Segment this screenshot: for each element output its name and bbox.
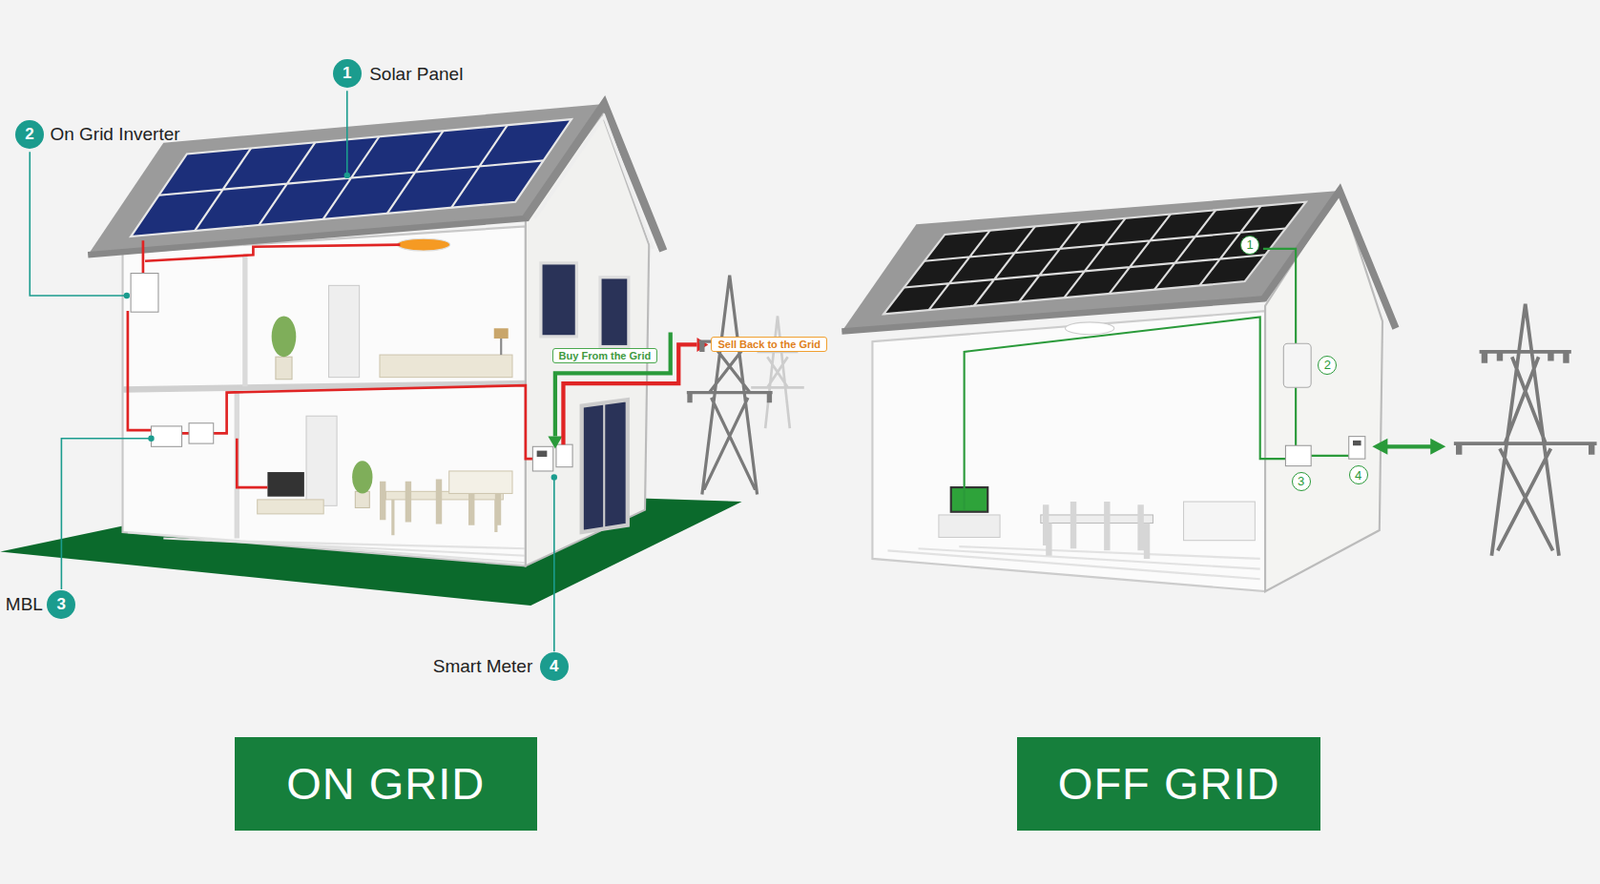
arrowhead <box>547 436 562 450</box>
smart-meter <box>532 446 553 472</box>
house-interior <box>123 226 526 566</box>
insulators <box>1458 352 1592 456</box>
counter <box>1184 501 1256 541</box>
ac-wiring <box>127 240 533 488</box>
tv <box>267 472 304 498</box>
roof-fascia <box>1263 190 1396 329</box>
node-text: OFF GRID <box>1058 757 1281 811</box>
tv-stand <box>257 499 324 515</box>
callout-number: 1 <box>1240 235 1260 255</box>
leader-dot <box>124 292 130 299</box>
inverter <box>130 273 159 313</box>
roof <box>841 190 1340 333</box>
tv <box>951 487 988 513</box>
roof-trim <box>535 116 654 250</box>
leader-line <box>29 90 555 652</box>
plant <box>352 460 373 494</box>
plant-pot <box>275 356 292 380</box>
callout-number: 2 <box>15 120 44 149</box>
arrowhead <box>1371 438 1388 456</box>
ceiling-light <box>396 238 451 251</box>
lamp <box>494 328 509 339</box>
node-text: Sell Back to the Grid <box>717 338 821 351</box>
solar-panel-array <box>883 202 1307 315</box>
window <box>600 277 629 348</box>
window <box>540 263 577 337</box>
glass-door <box>602 403 605 528</box>
floor-boards <box>127 532 526 563</box>
tv-stand <box>938 515 1000 539</box>
sofa <box>379 354 513 378</box>
part-name: Solar Panel <box>369 63 463 85</box>
callout-number: 4 <box>540 652 569 682</box>
roof-fascia <box>525 103 664 251</box>
breaker-panel <box>150 426 182 447</box>
node-text: ON GRID <box>286 757 485 811</box>
breaker-panel <box>1285 445 1311 466</box>
roof-eave <box>87 218 529 255</box>
meter-display <box>537 451 548 458</box>
callout-number: 3 <box>1291 472 1311 492</box>
table <box>1040 515 1154 524</box>
smart-meter <box>556 444 573 468</box>
ceiling-light <box>1064 322 1114 335</box>
system-type-band: ON GRID <box>234 737 538 831</box>
meter-display <box>1352 440 1362 446</box>
breaker-panel <box>188 423 214 444</box>
glass-door <box>581 399 628 533</box>
callout-number: 4 <box>1349 465 1369 485</box>
grid-flow-tag: Buy From the Grid <box>552 348 659 364</box>
roof-eave <box>841 298 1266 332</box>
door <box>306 415 337 506</box>
door <box>329 285 360 377</box>
plant-pot <box>354 491 370 508</box>
interior-wall <box>242 254 248 387</box>
node-text: Buy From the Grid <box>559 350 652 362</box>
pylon <box>1454 304 1598 557</box>
leader-dot <box>147 436 154 442</box>
callout-number: 3 <box>46 590 76 620</box>
arrowhead <box>1430 438 1446 456</box>
lamp <box>499 338 502 355</box>
dc-wiring <box>964 249 1350 511</box>
part-name: MBL <box>5 594 43 616</box>
panel-grid <box>159 124 544 231</box>
counter <box>449 471 513 495</box>
panel-grid <box>904 206 1287 311</box>
grid-exchange-arrow <box>1385 444 1433 449</box>
part-name: Smart Meter <box>433 656 534 678</box>
grid-flow-tag: Sell Back to the Grid <box>710 336 828 353</box>
system-type-band: OFF GRID <box>1017 737 1321 831</box>
smart-meter <box>1349 436 1366 460</box>
house-interior <box>872 311 1266 592</box>
part-name: On Grid Inverter <box>49 124 180 146</box>
pylon <box>750 315 805 429</box>
pylon <box>686 275 773 496</box>
leader-dot <box>551 474 558 480</box>
plant <box>271 315 297 357</box>
callout-number: 1 <box>332 59 362 88</box>
floor-boards <box>887 546 1260 580</box>
leader-dot <box>344 172 351 179</box>
chairs <box>1045 501 1147 560</box>
inverter <box>1283 343 1311 388</box>
